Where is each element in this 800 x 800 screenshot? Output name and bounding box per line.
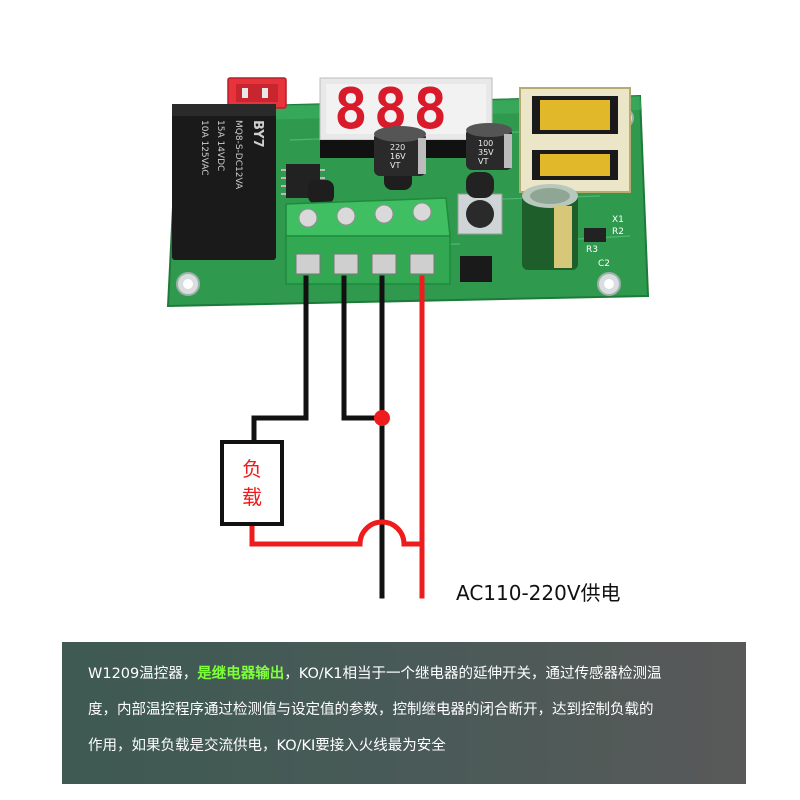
terminal-block <box>285 197 451 285</box>
load-label-2: 载 <box>242 485 262 509</box>
capacitor-100uf: 100 35V VT <box>466 123 512 170</box>
caption-line-2: 度，内部温控程序通过检测值与设定值的参数，控制继电器的闭合断开，达到控制负载的 <box>88 702 654 718</box>
caption-highlight: 是继电器输出 <box>197 666 285 682</box>
load-box: 负 载 <box>220 440 284 526</box>
pcb-label-r2: R2 <box>612 227 624 237</box>
relay: BY7 MQ8-S-DC12VA 15A 14VDC 10A 125VAC <box>172 104 276 260</box>
caption-line-3: 作用，如果负载是交流供电，KO/KI要接入火线最为安全 <box>88 738 446 754</box>
pcb-label-x1: X1 <box>612 215 624 225</box>
junction-dot <box>374 410 390 426</box>
load-label-1: 负 <box>242 457 262 481</box>
caption-box: W1209温控器，是继电器输出，KO/K1相当于一个继电器的延伸开关，通过传感器… <box>62 642 746 784</box>
pcb-label-c2: C2 <box>598 259 610 269</box>
wires <box>249 275 425 599</box>
caption-line-1-suffix: ，KO/K1相当于一个继电器的延伸开关，通过传感器检测温 <box>284 666 662 682</box>
pcb-label-r3: R3 <box>586 245 598 255</box>
capacitor-220uf: 220 16V VT <box>374 126 426 176</box>
wire-load <box>251 275 309 447</box>
cap2-line1: 100 <box>478 139 493 148</box>
relay-rating-2: 10A 125VAC <box>199 120 209 176</box>
relay-brand: BY7 <box>250 120 265 148</box>
caption-line-1-prefix: W1209温控器， <box>88 666 198 682</box>
cap1-line3: VT <box>390 161 400 170</box>
relay-model: MQ8-S-DC12VA <box>233 120 243 190</box>
capacitor-electrolytic <box>522 184 578 270</box>
push-button <box>457 172 503 235</box>
cap1-line1: 220 <box>390 143 405 152</box>
cap1-line2: 16V <box>390 152 406 161</box>
transformer <box>519 87 631 193</box>
power-label: AC110-220V供电 <box>456 581 621 605</box>
relay-rating-1: 15A 14VDC <box>215 120 225 171</box>
wire-load-return <box>249 519 425 547</box>
smd-chip <box>460 228 606 282</box>
cap2-line3: VT <box>478 157 488 166</box>
sensor-connector <box>227 77 287 109</box>
cap2-line2: 35V <box>478 148 494 157</box>
wire-ko-k1 <box>341 275 383 421</box>
caption-line-1: W1209温控器，是继电器输出，KO/K1相当于一个继电器的延伸开关，通过传感器… <box>88 656 722 692</box>
